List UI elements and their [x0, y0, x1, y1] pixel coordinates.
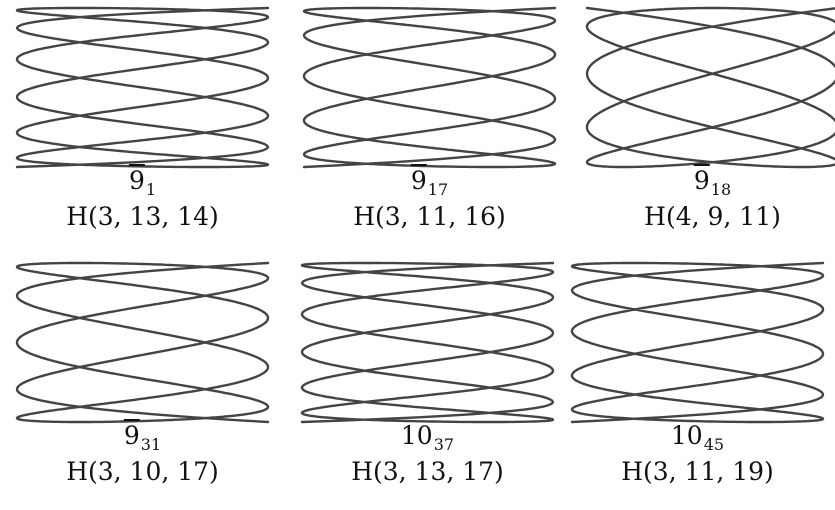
knot-base: 9	[128, 166, 145, 195]
knot-diagram-10-37	[300, 261, 555, 424]
knot-index: 37	[433, 435, 455, 454]
knot-curve	[585, 6, 835, 169]
knot-curve	[15, 261, 270, 424]
knot-index: 45	[703, 435, 725, 454]
knot-base: 9	[693, 166, 710, 195]
knot-diagram-10-45	[570, 261, 825, 424]
knot-diagram-9-31	[15, 261, 270, 424]
harmonic-parameters: H(3, 13, 14)	[66, 202, 219, 231]
knot-name: 1045	[560, 423, 835, 453]
knot-name: 917	[292, 168, 567, 198]
knot-index: 31	[140, 435, 162, 454]
knot-base: 9	[410, 166, 427, 195]
knot-panel-10-37: 1037 H(3, 13, 17)	[290, 255, 565, 510]
knot-curve	[300, 261, 555, 424]
knot-diagram-9-18	[585, 6, 835, 169]
knot-curve	[302, 6, 557, 169]
knot-panel-10-45: 1045 H(3, 11, 19)	[560, 255, 835, 510]
knot-panel-9-18: 918 H(4, 9, 11)	[575, 0, 835, 255]
knot-name: 931	[5, 423, 280, 453]
harmonic-parameters: H(3, 10, 17)	[66, 457, 219, 486]
knot-name: 91	[5, 168, 280, 198]
knot-index: 18	[710, 180, 732, 199]
harmonic-parameters: H(4, 9, 11)	[644, 202, 781, 231]
harmonic-parameters: H(3, 13, 17)	[351, 457, 504, 486]
knot-name: 918	[575, 168, 835, 198]
knot-curve	[570, 261, 825, 424]
harmonic-parameters: H(3, 11, 19)	[621, 457, 774, 486]
knot-curve	[15, 6, 270, 169]
knot-base: 10	[400, 421, 433, 450]
knot-index: 1	[145, 180, 157, 199]
knot-base: 9	[123, 421, 140, 450]
knot-base: 10	[670, 421, 703, 450]
knot-name: 1037	[290, 423, 565, 453]
knot-panel-9-31: 931 H(3, 10, 17)	[5, 255, 280, 510]
knot-panel-9-17: 917 H(3, 11, 16)	[292, 0, 567, 255]
knot-diagram-9-1	[15, 6, 270, 169]
knot-panel-9-1: 91 H(3, 13, 14)	[5, 0, 280, 255]
knot-index: 17	[427, 180, 449, 199]
knot-diagram-9-17	[302, 6, 557, 169]
harmonic-parameters: H(3, 11, 16)	[353, 202, 506, 231]
